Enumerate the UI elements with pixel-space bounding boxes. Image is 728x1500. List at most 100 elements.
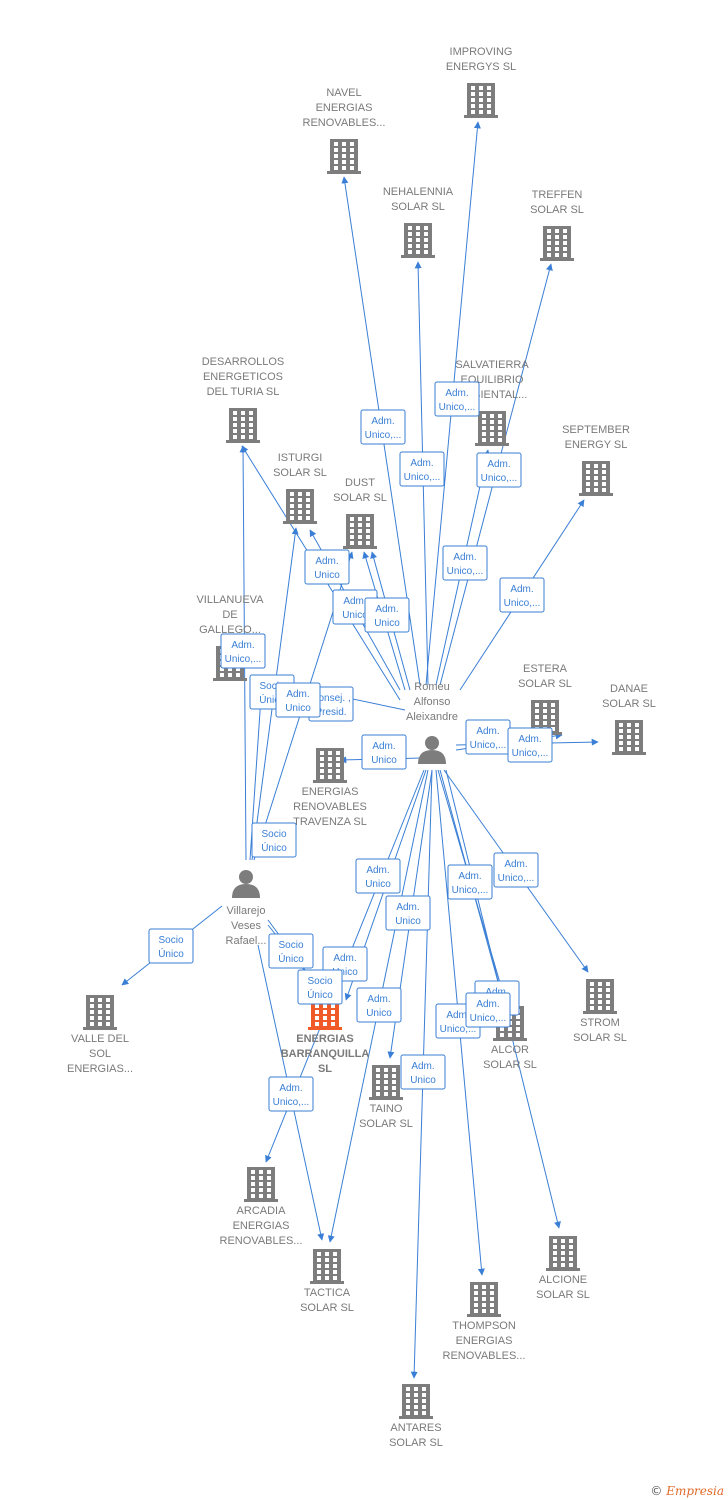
node-valle[interactable]: VALLE DELSOLENERGIAS... xyxy=(67,995,133,1075)
edge-label-text: Adm. xyxy=(231,640,254,651)
node-label-estera: SOLAR SL xyxy=(518,678,572,690)
edge-label-romeu-to-barranquilla[interactable]: Adm.Unico xyxy=(355,858,401,894)
edge-label-text: Adm. xyxy=(315,556,338,567)
edge-label-text: Unico,... xyxy=(273,1097,310,1108)
edge-label-text: Unico,... xyxy=(498,873,535,884)
edge-label-text: Socio xyxy=(261,829,286,840)
node-label-antares: SOLAR SL xyxy=(389,1437,443,1449)
edge-label-text: Adm. xyxy=(375,604,398,615)
building-icon xyxy=(83,995,117,1030)
edge-label-villarejo-to-isturgi[interactable]: Adm.Unico xyxy=(275,682,321,718)
node-label-villanueva: GALLEGO... xyxy=(199,624,261,636)
edge-label-romeu-to-danae[interactable]: Adm.Unico,... xyxy=(507,727,553,763)
edge-label-text: Unico,... xyxy=(470,740,507,751)
edge-label-villarejo-to-tactica[interactable]: Adm.Unico,... xyxy=(268,1076,314,1112)
node-label-september: SEPTEMBER xyxy=(562,424,630,436)
edge-label-text: Unico,... xyxy=(365,430,402,441)
node-label-romeu: Romeu xyxy=(414,681,449,693)
node-label-desarrollos: DESARROLLOS xyxy=(202,356,285,368)
edge-label-romeu-to-alcione[interactable]: Adm.Unico,... xyxy=(465,992,511,1028)
edge-label-romeu-to-strom[interactable]: Adm.Unico,... xyxy=(493,852,539,888)
node-label-villanueva: DE xyxy=(222,609,237,621)
edge-label-romeu-to-tactica[interactable]: Adm.Unico xyxy=(356,987,402,1023)
node-thompson[interactable]: THOMPSONENERGIASRENOVABLES... xyxy=(443,1282,526,1362)
edge-label-text: Unico,... xyxy=(512,748,549,759)
edge-label-text: Adm. xyxy=(396,902,419,913)
edge-label-romeu-to-salvatierra[interactable]: Adm.Unico,... xyxy=(442,545,488,581)
node-label-alcor: ALCOR xyxy=(491,1044,529,1056)
brand-logo[interactable]: Empresia xyxy=(666,1484,724,1498)
edge-label-villarejo-to-desarrollos[interactable]: Adm.Unico,... xyxy=(220,633,266,669)
edge-label-text: Unico xyxy=(395,916,421,927)
building-icon xyxy=(369,1065,403,1100)
edge-label-text: Adm. xyxy=(371,416,394,427)
edge-label-romeu-to-navel[interactable]: Adm. Unico,... xyxy=(360,409,406,445)
edge-label-text: Adm. xyxy=(445,388,468,399)
edge-label-romeu-to-antares[interactable]: Adm.Unico xyxy=(400,1054,446,1090)
node-label-barranquilla: BARRANQUILLA xyxy=(281,1048,370,1060)
person-icon xyxy=(418,736,446,764)
edge-label-romeu-to-september[interactable]: Adm.Unico,... xyxy=(499,577,545,613)
node-label-treffen: SOLAR SL xyxy=(530,204,584,216)
edge-label-romeu-to-dust[interactable]: Adm.Unico xyxy=(364,597,410,633)
node-label-navel: ENERGIAS xyxy=(316,102,373,114)
edge-label-text: Adm. xyxy=(510,584,533,595)
edge-label-romeu-to-nehalennia[interactable]: Adm.Unico,... xyxy=(399,451,445,487)
edge-label-text: Unico xyxy=(410,1075,436,1086)
edge-label-romeu-to-isturgi[interactable]: Adm. Unico xyxy=(304,549,350,585)
building-icon xyxy=(540,226,574,261)
building-icon xyxy=(579,461,613,496)
edge-label-romeu-to-taino[interactable]: Adm. Unico xyxy=(385,895,431,931)
edge-label-text: Adm. xyxy=(487,459,510,470)
edge-label-text: Unico xyxy=(366,1008,392,1019)
edge-labels-layer: Adm.Unico,...Adm.Unico,...Adm.Unico,...A… xyxy=(148,381,553,1112)
edge-label-text: Unico xyxy=(371,755,397,766)
node-label-tactica: SOLAR SL xyxy=(300,1302,354,1314)
building-icon xyxy=(399,1384,433,1419)
node-label-salvatierra: SALVATIERRA xyxy=(455,359,529,371)
edge-label-romeu-to-improving[interactable]: Adm.Unico,... xyxy=(434,381,480,417)
node-label-romeu: Aleixandre xyxy=(406,711,458,723)
edge-label-romeu-to-treffen[interactable]: Adm. Unico,... xyxy=(476,452,522,488)
edge-label-romeu-to-travenza[interactable]: Adm.Unico xyxy=(361,734,407,770)
edge-label-text: Socio xyxy=(307,976,332,987)
edge-label-text: Unico,... xyxy=(452,885,489,896)
building-icon xyxy=(310,1249,344,1284)
edge-label-text: Unico xyxy=(314,570,340,581)
edge-label-text: Unico,... xyxy=(470,1013,507,1024)
building-icon xyxy=(612,720,646,755)
edge-label-text: Adm. xyxy=(446,1010,469,1021)
edge-label-romeu-to-estera[interactable]: Adm.Unico,... xyxy=(465,719,511,755)
edge-label-text: Socio xyxy=(158,935,183,946)
edge-label-text: Unico,... xyxy=(481,473,518,484)
node-villarejo[interactable]: VillarejoVesesRafael... xyxy=(226,870,267,947)
node-label-taino: TAINO xyxy=(370,1103,403,1115)
node-label-strom: SOLAR SL xyxy=(573,1032,627,1044)
node-navel[interactable]: NAVELENERGIASRENOVABLES... xyxy=(303,87,386,174)
node-arcadia[interactable]: ARCADIAENERGIASRENOVABLES... xyxy=(220,1167,303,1247)
edge-label-text: Único xyxy=(158,947,184,960)
edge-label-text: Único xyxy=(278,952,304,965)
edge-label-romeu-to-alcor[interactable]: Adm.Unico,... xyxy=(447,864,493,900)
